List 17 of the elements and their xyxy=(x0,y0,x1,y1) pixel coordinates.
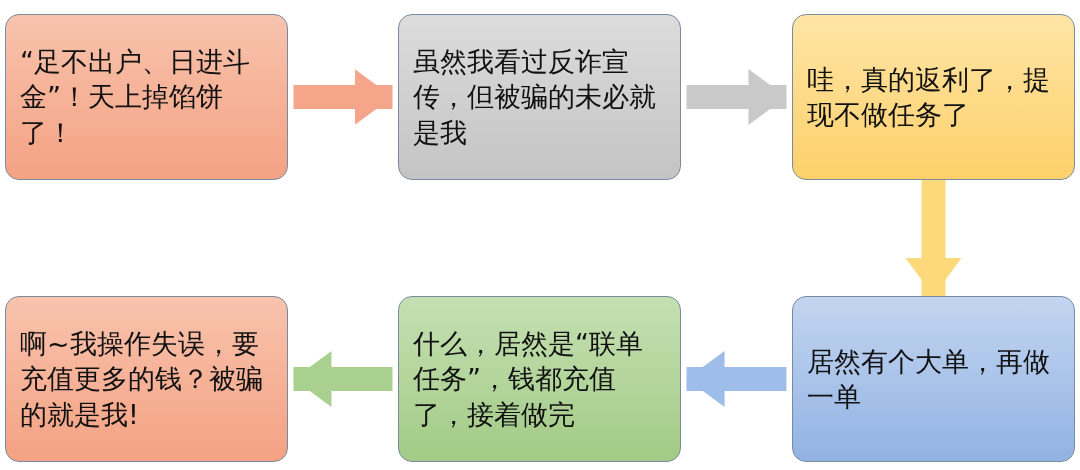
process-box xyxy=(398,14,681,180)
block-arrow xyxy=(686,69,787,125)
block-arrow xyxy=(293,351,393,407)
box-text: 啊~我操作失误，要充值更多的钱？被骗的就是我! xyxy=(20,327,264,432)
box-text: 虽然我看过反诈宣传，但被骗的未必就是我 xyxy=(413,45,657,150)
process-box xyxy=(5,296,288,462)
box-text: “足不出户、日进斗金”！天上掉馅饼了！ xyxy=(20,45,251,150)
block-arrow xyxy=(686,351,787,407)
block-arrow xyxy=(293,69,393,125)
box-text: 居然有个大单，再做一单 xyxy=(807,344,1051,414)
box-text: 什么，居然是“联单任务”，钱都充值了，接着做完 xyxy=(413,327,644,432)
block-arrow xyxy=(905,180,962,296)
box-text: 哇，真的返利了，提现不做任务了 xyxy=(807,62,1051,132)
process-box xyxy=(792,296,1075,462)
process-box xyxy=(792,14,1075,180)
process-box xyxy=(5,14,288,180)
process-box xyxy=(398,296,681,462)
